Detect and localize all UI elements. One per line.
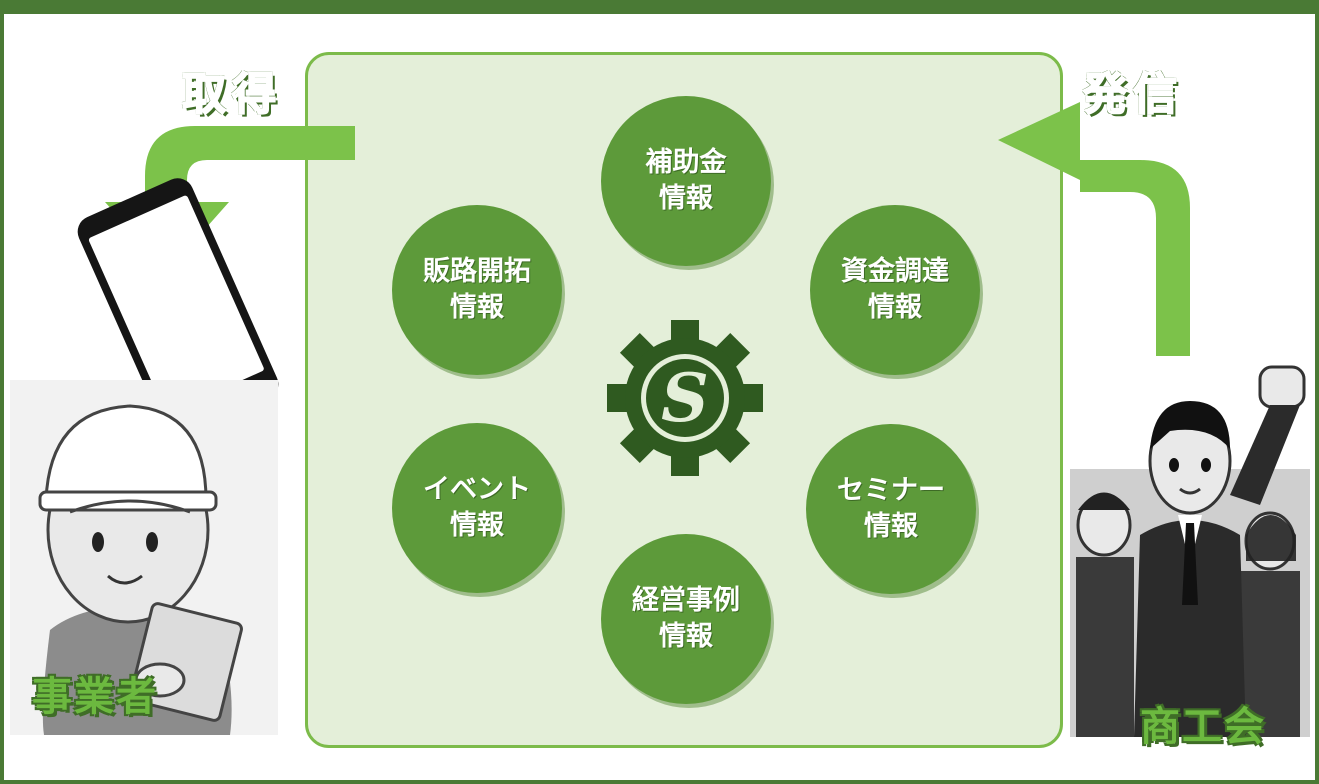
topic-subsidy-line1: 補助金 (645, 146, 727, 178)
topic-event-line1: イベント (423, 473, 531, 505)
topic-subsidy-line2: 情報 (659, 183, 713, 214)
topic-funding-line2: 情報 (868, 292, 922, 323)
topic-seminar-line1: セミナー (837, 474, 945, 506)
chamber-label: 商工会 (1140, 704, 1266, 750)
gear-logo-icon: S (607, 320, 763, 476)
topic-seminar: セミナー 情報 (806, 424, 976, 594)
businesspeople-illustration (1070, 365, 1310, 737)
topic-subsidy: 補助金 情報 (601, 96, 771, 266)
transmit-arrow (998, 102, 1190, 356)
acquire-label: 取得 (181, 68, 282, 121)
topic-funding: 資金調達 情報 (810, 205, 980, 375)
transmit-label: 発信 (1082, 68, 1183, 121)
worker-illustration (10, 380, 278, 735)
topic-sales-channel: 販路開拓 情報 (392, 205, 562, 375)
topic-case-study: 経営事例 情報 (601, 534, 771, 704)
topic-event: イベント 情報 (392, 423, 562, 593)
top-bar (0, 0, 1319, 14)
topic-seminar-line2: 情報 (864, 511, 918, 542)
business-owner-label: 事業者 (32, 674, 158, 720)
logo-letter: S (661, 359, 709, 437)
topic-funding-line1: 資金調達 (841, 255, 949, 287)
topic-case-study-line2: 情報 (659, 621, 713, 652)
topic-sales-channel-line1: 販路開拓 (423, 255, 531, 287)
topic-sales-channel-line2: 情報 (450, 292, 504, 323)
topic-event-line2: 情報 (450, 510, 504, 541)
topic-case-study-line1: 経営事例 (632, 584, 740, 616)
